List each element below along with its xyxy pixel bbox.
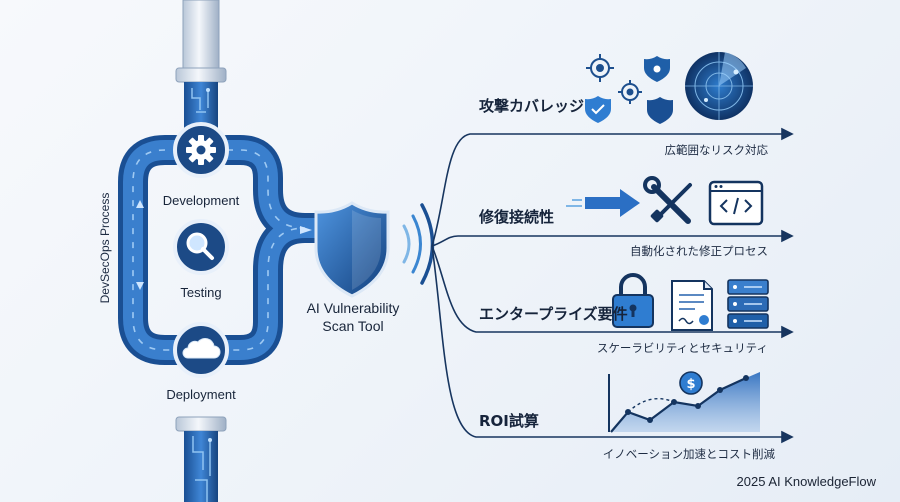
gear-icon	[186, 135, 216, 165]
pipe-arrow-icon	[300, 226, 312, 234]
bottom-pipe	[175, 416, 227, 502]
branch-subtitle-remediation: 自動化された修正プロセス	[630, 244, 768, 258]
wrench-screwdriver-icon	[643, 176, 692, 224]
stage-label-deployment: Deployment	[166, 387, 236, 402]
stage-label-development: Development	[162, 193, 240, 208]
tool-title: AI Vulnerability Scan Tool	[307, 299, 400, 335]
branch-title-attack-coverage: 攻撃カバレッジ	[479, 97, 585, 115]
shield-icon	[314, 201, 390, 298]
branch-subtitle-roi: イノベーション加速とコスト削減	[602, 447, 775, 461]
svg-text:$: $	[686, 377, 695, 392]
tool-title-line-2: Scan Tool	[322, 318, 384, 334]
stage-label-testing: Testing	[180, 285, 222, 300]
branch-subtitle-attack-coverage: 広範囲なリスク対応	[664, 143, 769, 157]
shield-check-icon	[585, 96, 611, 123]
shield-bug-icon	[644, 56, 670, 82]
stage-node-development	[173, 122, 229, 178]
signal-waves	[402, 203, 435, 285]
server-rack-icon	[727, 279, 769, 329]
branch-title-enterprise: エンタープライズ要件	[479, 305, 628, 323]
growth-chart-icon	[608, 372, 760, 433]
tool-title-line-1: AI Vulnerability	[306, 300, 400, 316]
crosshair-icon	[618, 80, 642, 104]
padlock-icon	[612, 273, 654, 328]
ai-scan-shield	[314, 201, 390, 298]
crosshair-icon	[586, 54, 614, 82]
code-window-icon	[708, 180, 764, 226]
branch-subtitle-enterprise: スケーラビリティとセキュリティ	[596, 341, 768, 355]
dollar-coin-icon: $	[679, 371, 703, 395]
branch-title-remediation: 修復接続性	[479, 208, 555, 226]
magnifier-icon	[186, 232, 214, 260]
stage-node-deployment	[173, 322, 229, 378]
arrow-right-icon	[566, 189, 640, 217]
pipeline-label: DevSecOps Process	[98, 192, 112, 304]
branch-lines	[431, 127, 794, 444]
cloud-icon	[182, 338, 221, 359]
pipeline-loop	[118, 135, 340, 365]
stage-node-testing	[173, 219, 229, 275]
shield-icon	[647, 97, 673, 124]
certificate-icon	[671, 280, 713, 331]
top-pipe	[175, 0, 227, 130]
radar-icon	[685, 52, 753, 120]
copyright-text: 2025 AI KnowledgeFlow	[736, 474, 876, 489]
branch-title-roi: ROI試算	[479, 412, 539, 430]
